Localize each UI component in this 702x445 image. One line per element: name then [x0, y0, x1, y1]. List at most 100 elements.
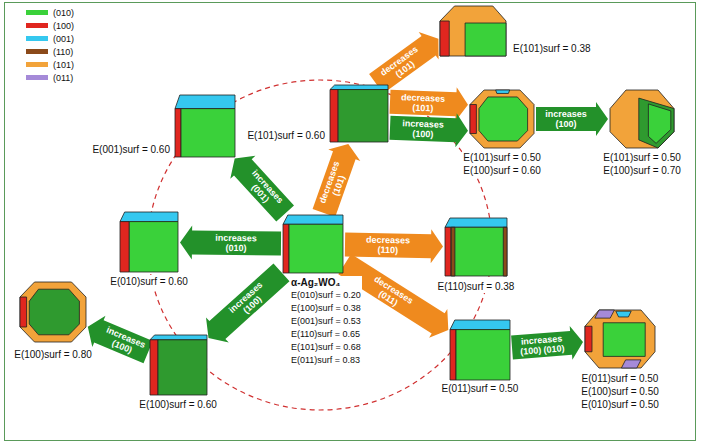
legend: (010) (100)(001) (110) (101) (011)	[26, 6, 74, 84]
surface-energy: E(101)surf = 0.68	[290, 341, 362, 354]
crystal-face	[450, 330, 456, 380]
crystal-face	[470, 90, 534, 148]
crystal-node: E(001)surf = 0.60	[175, 95, 235, 157]
crystal-face	[120, 212, 178, 222]
surface-energy: E(101)surf = 0.50	[462, 151, 542, 164]
crystal-node: E(100)surf = 0.60	[150, 335, 207, 395]
legend-row: (100)	[26, 19, 74, 32]
block-arrow	[390, 113, 469, 147]
surface-energy: E(101)surf = 0.60	[246, 129, 326, 142]
surface-energy: E(100)surf = 0.60	[138, 398, 218, 411]
crystal-shape	[20, 282, 86, 342]
legend-text: (010)	[53, 8, 74, 18]
crystal-face	[283, 215, 343, 224]
block-arrow	[88, 316, 153, 364]
crystal-face	[440, 6, 506, 56]
crystal-node: E(010)surf = 0.60	[120, 212, 178, 272]
arrow-label: decreases (011)	[361, 269, 422, 318]
surface-energy: E(011)surf = 0.50	[580, 372, 660, 385]
energy-text-group: E(101)surf = 0.60	[246, 129, 326, 142]
energy-text-group: E(001)surf = 0.60	[91, 143, 171, 156]
legend-text: (011)	[53, 73, 73, 83]
crystal-face	[338, 90, 388, 142]
crystal-face	[20, 282, 86, 342]
legend-swatch	[26, 23, 48, 28]
surface-energy: E(011)surf = 0.83	[290, 354, 362, 367]
surface-energy: E(100)surf = 0.80	[13, 348, 93, 361]
legend-row: (101)	[26, 58, 74, 71]
crystal-shape	[120, 212, 178, 272]
legend-text: (101)	[53, 60, 74, 70]
surface-energy: E(001)surf = 0.53	[290, 315, 362, 328]
block-arrow	[230, 156, 294, 222]
crystal-node: E(101)surf = 0.38	[440, 6, 506, 56]
crystal-face	[175, 109, 181, 157]
crystal-node: E(100)surf = 0.80	[20, 282, 86, 342]
crystal-face	[621, 360, 641, 368]
crystal-face	[181, 109, 235, 157]
arrow-label: increases (100) (010)	[513, 333, 570, 357]
crystal-shape	[450, 320, 510, 380]
block-arrow	[180, 226, 281, 260]
crystal-node: E(011)surf = 0.50E(100)surf = 0.50E(010)…	[585, 310, 655, 368]
legend-text: (110)	[53, 47, 73, 57]
surface-energy: E(001)surf = 0.60	[91, 143, 171, 156]
block-arrow	[206, 263, 290, 342]
crystal-node: E(110)surf = 0.38	[445, 218, 507, 276]
crystal-face	[610, 90, 674, 148]
surface-energy: E(100)surf = 0.38	[290, 302, 362, 315]
surface-energy: E(110)surf = 0.65	[290, 328, 362, 341]
crystal-face	[175, 95, 235, 109]
crystal-face	[129, 222, 178, 272]
crystal-face	[283, 224, 289, 273]
legend-row: (010)	[26, 6, 74, 19]
crystal-face	[330, 85, 388, 90]
arrow-label: increases (100)	[538, 109, 594, 129]
legend-row: (001)	[26, 32, 74, 45]
arrow-label: increases (001)	[237, 162, 291, 219]
energy-text-group: E(100)surf = 0.60	[138, 398, 218, 411]
crystal-face	[585, 310, 655, 368]
block-arrow	[345, 229, 443, 263]
arrow-label: increases (100)	[97, 323, 150, 361]
crystal-face	[585, 326, 592, 352]
legend-swatch	[26, 10, 48, 15]
energy-text-group: E(101)surf = 0.38	[512, 42, 592, 55]
crystal-face	[450, 320, 510, 330]
crystal-face	[595, 310, 615, 318]
arrow-label: increases (010)	[206, 233, 266, 254]
crystal-face	[470, 105, 476, 134]
surface-energy: E(010)surf = 0.60	[109, 275, 189, 288]
arrow-label: decreases (101)	[315, 154, 353, 215]
arrow-label: decreases (101)	[393, 92, 454, 114]
surface-energy: E(100)surf = 0.50	[580, 385, 660, 398]
surface-energy: E(100)surf = 0.60	[462, 164, 542, 177]
crystal-face	[445, 227, 451, 276]
crystal-shape	[610, 90, 674, 148]
crystal-face	[503, 227, 507, 276]
surface-energy: E(010)surf = 0.50	[580, 398, 660, 411]
legend-swatch	[26, 75, 48, 80]
crystal-shape	[330, 85, 388, 142]
crystal-face	[639, 98, 674, 148]
block-arrow	[536, 102, 608, 136]
crystal-shape	[283, 215, 343, 273]
crystal-node: α-Ag₂WO₄E(010)surf = 0.20E(100)surf = 0.…	[283, 215, 343, 273]
crystal-face	[451, 227, 455, 276]
crystal-face	[496, 90, 510, 93]
crystal-shape	[440, 6, 506, 56]
energy-text-group: α-Ag₂WO₄E(010)surf = 0.20E(100)surf = 0.…	[290, 276, 362, 367]
legend-row: (011)	[26, 71, 74, 84]
surface-energy: E(101)surf = 0.50	[602, 151, 682, 164]
crystal-node: E(011)surf = 0.50	[450, 320, 510, 380]
surface-energy: E(010)surf = 0.20	[290, 289, 362, 302]
energy-text-group: E(101)surf = 0.50E(100)surf = 0.70	[602, 151, 682, 177]
legend-swatch	[26, 36, 48, 41]
crystal-face	[150, 335, 207, 340]
legend-swatch	[26, 62, 48, 67]
block-arrow	[511, 326, 583, 360]
legend-swatch	[26, 49, 48, 54]
crystal-face	[120, 222, 129, 272]
legend-text: (100)	[53, 21, 74, 31]
crystal-face	[465, 23, 506, 56]
